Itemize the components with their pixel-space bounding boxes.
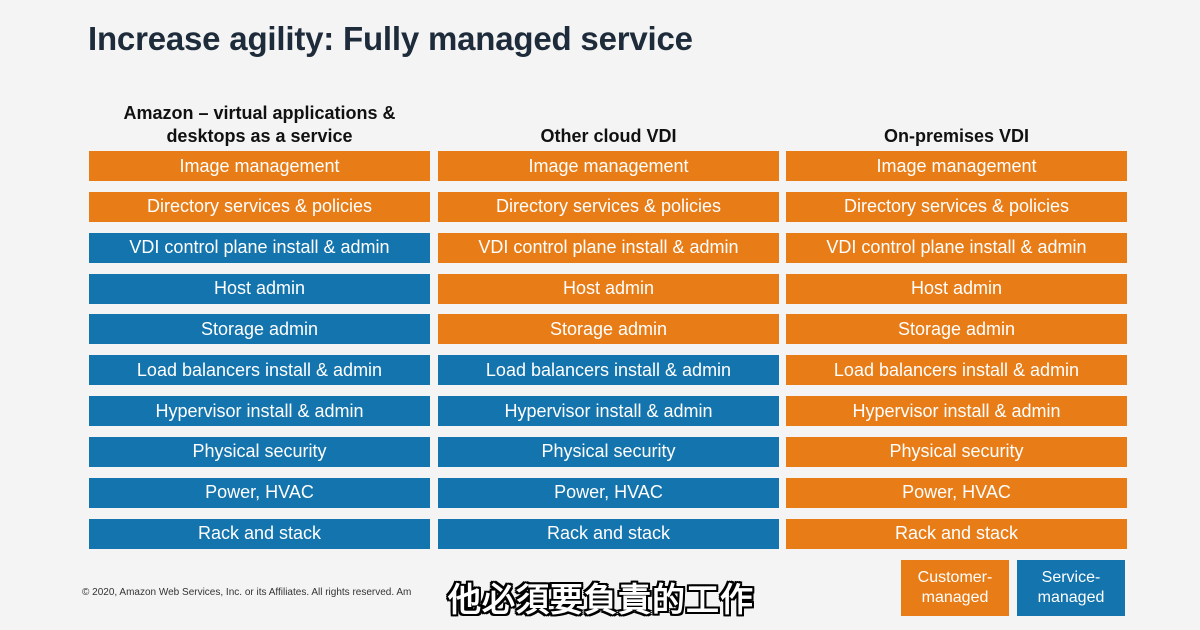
responsibility-cell: Directory services & policies xyxy=(438,191,779,222)
slide-title: Increase agility: Fully managed service xyxy=(88,20,693,57)
responsibility-cell: VDI control plane install & admin xyxy=(786,232,1127,263)
video-subtitle: 他必須要負責的工作 xyxy=(448,580,754,619)
responsibility-cell: Hypervisor install & admin xyxy=(89,396,430,427)
responsibility-cell: Load balancers install & admin xyxy=(786,355,1127,386)
responsibility-cell: Image management xyxy=(786,151,1127,181)
responsibility-cell: Physical security xyxy=(438,436,779,467)
responsibility-cell: Directory services & policies xyxy=(786,191,1127,222)
responsibility-cell: Physical security xyxy=(89,436,430,467)
responsibility-cell: Host admin xyxy=(438,273,779,304)
responsibility-cell: Hypervisor install & admin xyxy=(438,396,779,427)
column-header: On-premises VDI xyxy=(883,126,1030,146)
responsibility-cell: Power, HVAC xyxy=(89,477,430,508)
responsibility-cell: Storage admin xyxy=(438,314,779,345)
responsibility-cell: Rack and stack xyxy=(89,518,430,549)
responsibility-cell: VDI control plane install & admin xyxy=(438,232,779,263)
responsibility-cell: Host admin xyxy=(786,273,1127,304)
responsibility-cell: Image management xyxy=(89,151,430,181)
column-header: Other cloud VDI xyxy=(540,126,677,146)
responsibility-cell: Physical security xyxy=(786,436,1127,467)
legend-customer-managed: Customer- managed xyxy=(901,560,1009,616)
column-amazon: Amazon – virtual applications & desktops… xyxy=(89,88,430,559)
responsibility-cell: Rack and stack xyxy=(786,518,1127,549)
responsibility-cell: Load balancers install & admin xyxy=(89,355,430,386)
column-header: Amazon – virtual applications & desktops… xyxy=(123,103,396,146)
copyright-footer: © 2020, Amazon Web Services, Inc. or its… xyxy=(82,587,412,598)
responsibility-cell: Storage admin xyxy=(89,314,430,345)
responsibility-cell: VDI control plane install & admin xyxy=(89,232,430,263)
responsibility-cell: Storage admin xyxy=(786,314,1127,345)
responsibility-cell: Power, HVAC xyxy=(786,477,1127,508)
responsibility-cell: Image management xyxy=(438,151,779,181)
responsibility-cell: Load balancers install & admin xyxy=(438,355,779,386)
legend-service-managed: Service- managed xyxy=(1017,560,1125,616)
responsibility-cell: Rack and stack xyxy=(438,518,779,549)
responsibility-cell: Hypervisor install & admin xyxy=(786,396,1127,427)
responsibility-cell: Power, HVAC xyxy=(438,477,779,508)
responsibility-cell: Host admin xyxy=(89,273,430,304)
responsibility-cell: Directory services & policies xyxy=(89,191,430,222)
